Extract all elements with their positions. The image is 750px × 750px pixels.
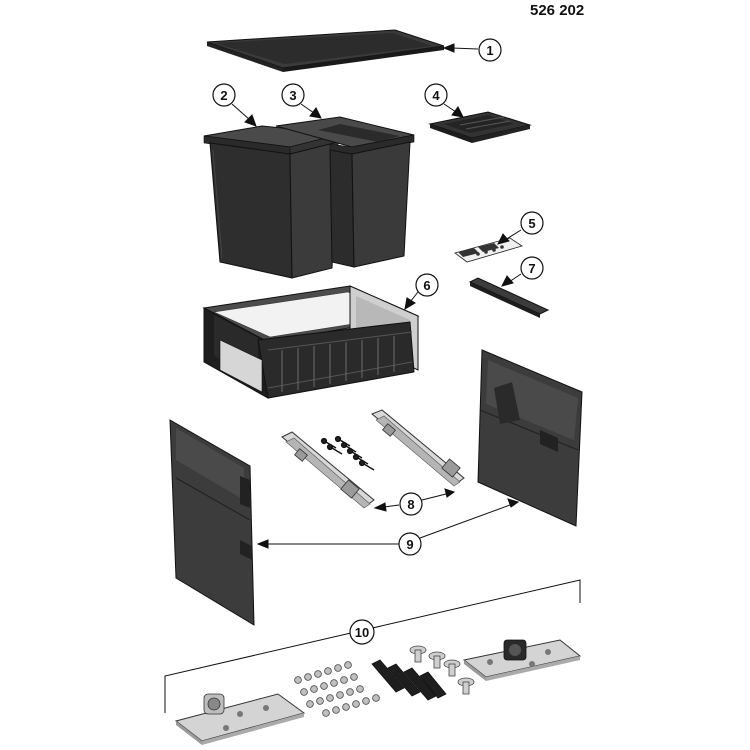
callout-1: 1 — [478, 38, 502, 62]
callout-6: 6 — [415, 273, 439, 297]
rail-strip — [468, 277, 550, 318]
callout-label-4: 4 — [432, 88, 440, 103]
pads — [454, 237, 523, 263]
callout-8: 8 — [399, 492, 423, 516]
hardware-screws — [294, 661, 380, 717]
callout-3: 3 — [281, 83, 305, 107]
article-number: 526 202 — [530, 2, 585, 19]
callout-label-7: 7 — [528, 261, 535, 276]
callout-label-8: 8 — [407, 497, 414, 512]
callout-4: 4 — [424, 83, 448, 107]
callout-2: 2 — [212, 83, 236, 107]
bolts — [409, 645, 475, 695]
callout-label-6: 6 — [423, 278, 430, 293]
runners — [281, 409, 465, 509]
leader-lines — [231, 43, 522, 549]
small-bin — [275, 116, 415, 268]
callout-10: 10 — [349, 619, 375, 645]
callout-5: 5 — [520, 211, 544, 235]
left-side-panel — [169, 419, 255, 626]
callout-7: 7 — [520, 256, 544, 280]
left-mounting-plate — [174, 693, 306, 745]
frame — [202, 285, 420, 399]
callout-label-9: 9 — [406, 537, 413, 552]
callout-9: 9 — [398, 532, 422, 556]
right-side-panel — [477, 349, 583, 527]
callout-label-2: 2 — [220, 88, 227, 103]
connector-brackets — [371, 659, 447, 701]
mounting-hardware — [164, 579, 582, 745]
callout-label-3: 3 — [289, 88, 296, 103]
lid — [206, 29, 445, 72]
screws — [320, 435, 375, 471]
callout-label-1: 1 — [486, 43, 493, 58]
callout-label-10: 10 — [355, 625, 369, 640]
large-bin — [203, 125, 343, 279]
tray — [428, 111, 532, 143]
right-mounting-plate — [462, 639, 582, 681]
callout-label-5: 5 — [528, 216, 535, 231]
